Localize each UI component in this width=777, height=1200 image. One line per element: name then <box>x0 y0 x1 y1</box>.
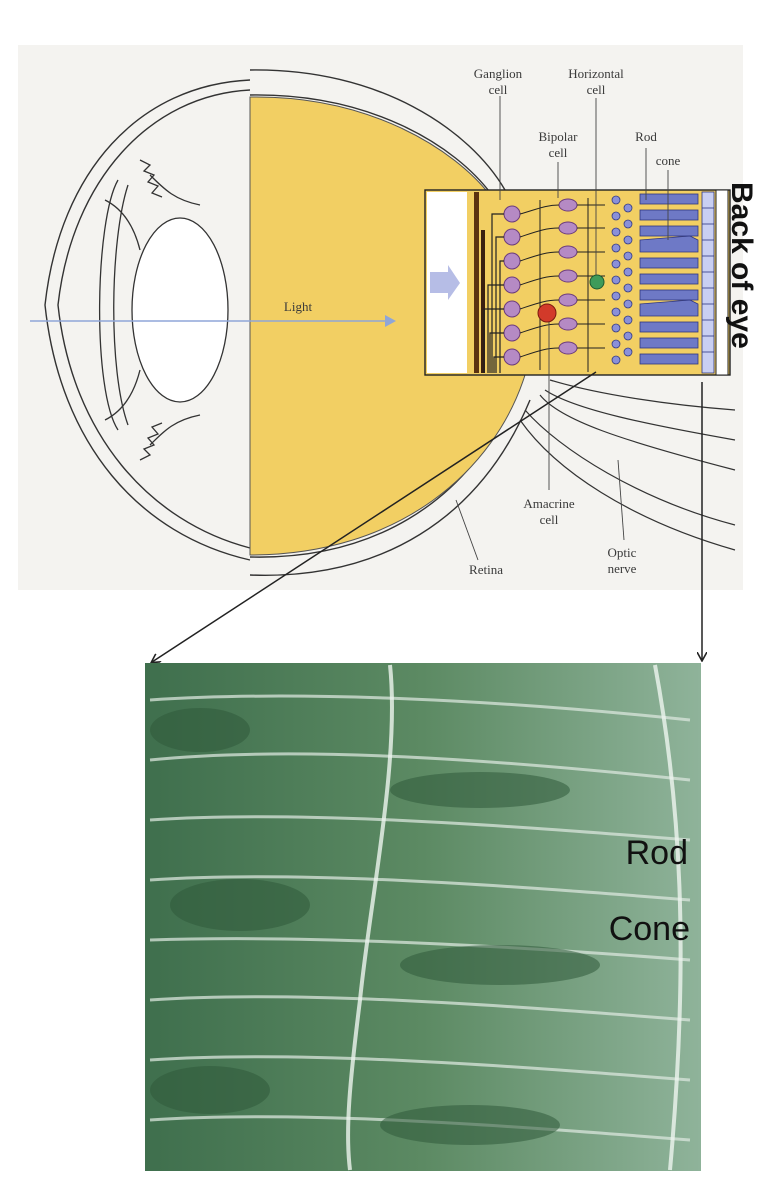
choroid-layer <box>715 189 729 376</box>
retina-label: Retina <box>469 562 503 577</box>
rod-label: Rod <box>635 129 657 144</box>
connecting-neurites <box>519 198 605 372</box>
pigment-epithelium <box>701 191 715 374</box>
ganglion-label-line1: Ganglion <box>474 66 523 81</box>
rod-outer-segments <box>639 193 699 365</box>
amacrine-cell <box>537 303 557 323</box>
amacrine-label-line2: cell <box>540 512 559 527</box>
lens <box>131 217 229 403</box>
bipolar-cells <box>558 198 578 355</box>
horizontal-label-line1: Horizontal <box>568 66 624 81</box>
optic-nerve-label-line2: nerve <box>608 561 637 576</box>
front-of-eye <box>98 159 229 461</box>
bipolar-label-line1: Bipolar <box>539 129 579 144</box>
light-label: Light <box>284 299 313 314</box>
light-ray <box>30 315 396 327</box>
pointer-arrow-left <box>152 371 597 662</box>
micrograph-cone-label: Cone <box>609 910 690 948</box>
amacrine-label-line1: Amacrine <box>523 496 574 511</box>
back-of-eye-label: Back of eye <box>725 182 758 349</box>
bipolar-label-line2: cell <box>549 145 568 160</box>
leader-lines <box>455 96 669 561</box>
optic-nerve-label-line1: Optic <box>608 545 637 560</box>
ganglion-label-line2: cell <box>489 82 508 97</box>
diagram-labels: Ganglion cell Horizontal cell Bipolar ce… <box>284 66 681 577</box>
pointer-arrows <box>152 371 702 662</box>
photoreceptor-nuclei <box>611 195 633 365</box>
horizontal-cell <box>589 274 605 290</box>
cone-label: cone <box>656 153 681 168</box>
cone-outer-segments <box>639 235 699 317</box>
horizontal-label-line2: cell <box>587 82 606 97</box>
ganglion-axons <box>483 213 504 373</box>
micrograph-rod-label: Rod <box>626 834 688 872</box>
electron-micrograph <box>145 663 701 1171</box>
